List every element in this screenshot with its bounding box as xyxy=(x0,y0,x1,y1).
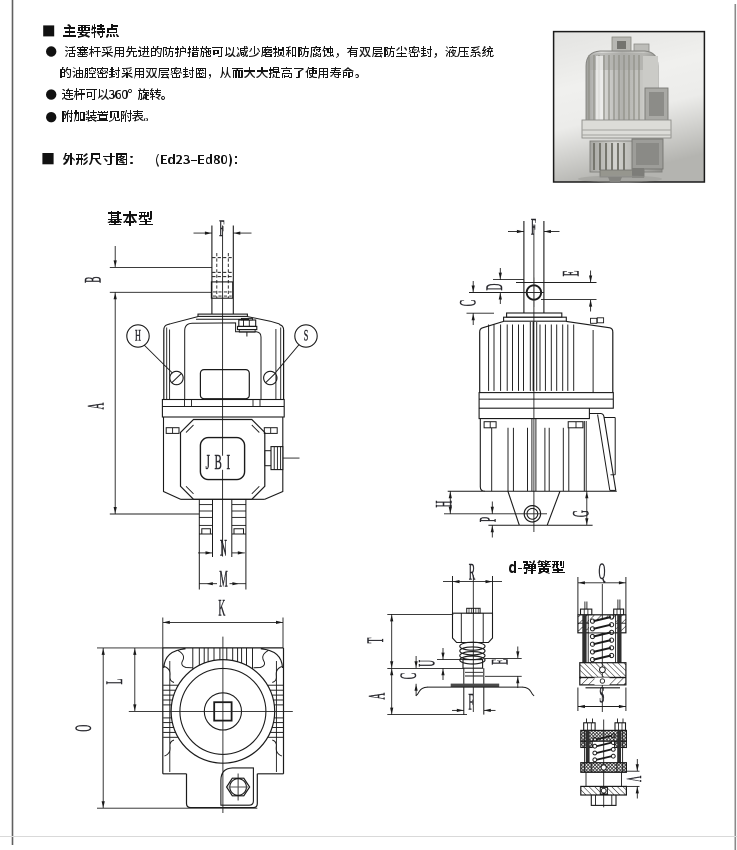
svg-text:E: E xyxy=(558,270,584,276)
svg-text:B: B xyxy=(79,277,105,283)
svg-text:V: V xyxy=(622,776,644,783)
svg-text:D: D xyxy=(481,284,507,291)
svg-text:A: A xyxy=(364,693,390,700)
svg-text:A: A xyxy=(83,402,109,409)
svg-text:JBI: JBI xyxy=(206,450,235,474)
svg-text:M: M xyxy=(219,566,228,592)
svg-text:S: S xyxy=(304,327,309,345)
svg-text:H: H xyxy=(135,327,141,345)
svg-text:S: S xyxy=(599,682,604,708)
svg-text:F: F xyxy=(531,214,536,240)
svg-text:F: F xyxy=(219,215,224,241)
svg-text:C: C xyxy=(455,300,481,306)
svg-text:N: N xyxy=(220,535,227,561)
svg-text:G: G xyxy=(567,510,593,517)
svg-text:P: P xyxy=(475,517,501,522)
svg-text:F: F xyxy=(468,688,473,714)
svg-text:E: E xyxy=(486,659,512,665)
svg-text:Q: Q xyxy=(598,558,605,584)
svg-text:R: R xyxy=(469,559,476,585)
svg-text:C: C xyxy=(395,673,421,679)
svg-text:T: T xyxy=(362,637,388,643)
svg-text:H: H xyxy=(431,500,457,507)
svg-text:U: U xyxy=(414,660,440,667)
svg-text:O: O xyxy=(70,725,96,732)
svg-text:K: K xyxy=(218,595,225,621)
svg-text:L: L xyxy=(101,679,127,685)
